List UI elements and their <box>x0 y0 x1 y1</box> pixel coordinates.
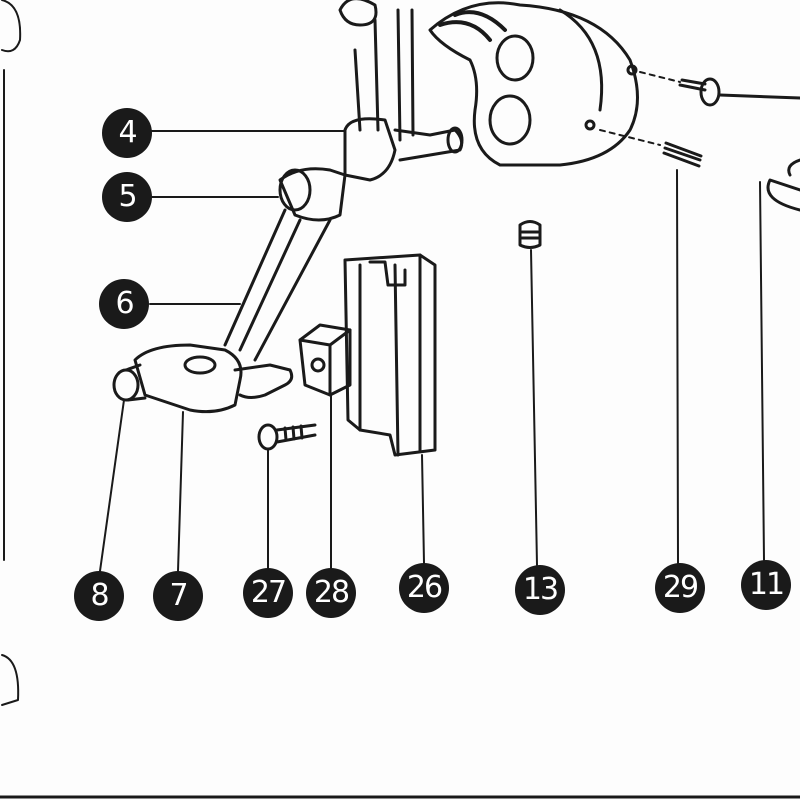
callout-4: 4 <box>102 108 152 158</box>
callout-13: 13 <box>515 565 565 615</box>
callout-6: 6 <box>99 279 149 329</box>
screw-top-right <box>639 71 800 107</box>
guide-26 <box>343 253 437 457</box>
callout-28: 28 <box>306 568 356 618</box>
leader-lines <box>99 130 765 572</box>
block-28 <box>298 323 352 397</box>
callout-27: 27 <box>243 568 293 618</box>
shaft-top <box>338 0 415 142</box>
callout-11: 11 <box>741 560 791 610</box>
screw-27 <box>257 423 317 451</box>
pin-13 <box>518 220 542 249</box>
spring-29 <box>599 129 703 168</box>
part-11 <box>766 158 800 212</box>
callout-26: 26 <box>399 563 449 613</box>
partial-part-bottom-left <box>1 654 20 706</box>
callout-8: 8 <box>74 571 124 621</box>
cam-housing <box>428 1 639 167</box>
callout-7: 7 <box>153 571 203 621</box>
partial-part-top-left <box>1 0 22 53</box>
callout-5: 5 <box>102 172 152 222</box>
arm-assembly <box>112 117 464 414</box>
callout-29: 29 <box>655 563 705 613</box>
